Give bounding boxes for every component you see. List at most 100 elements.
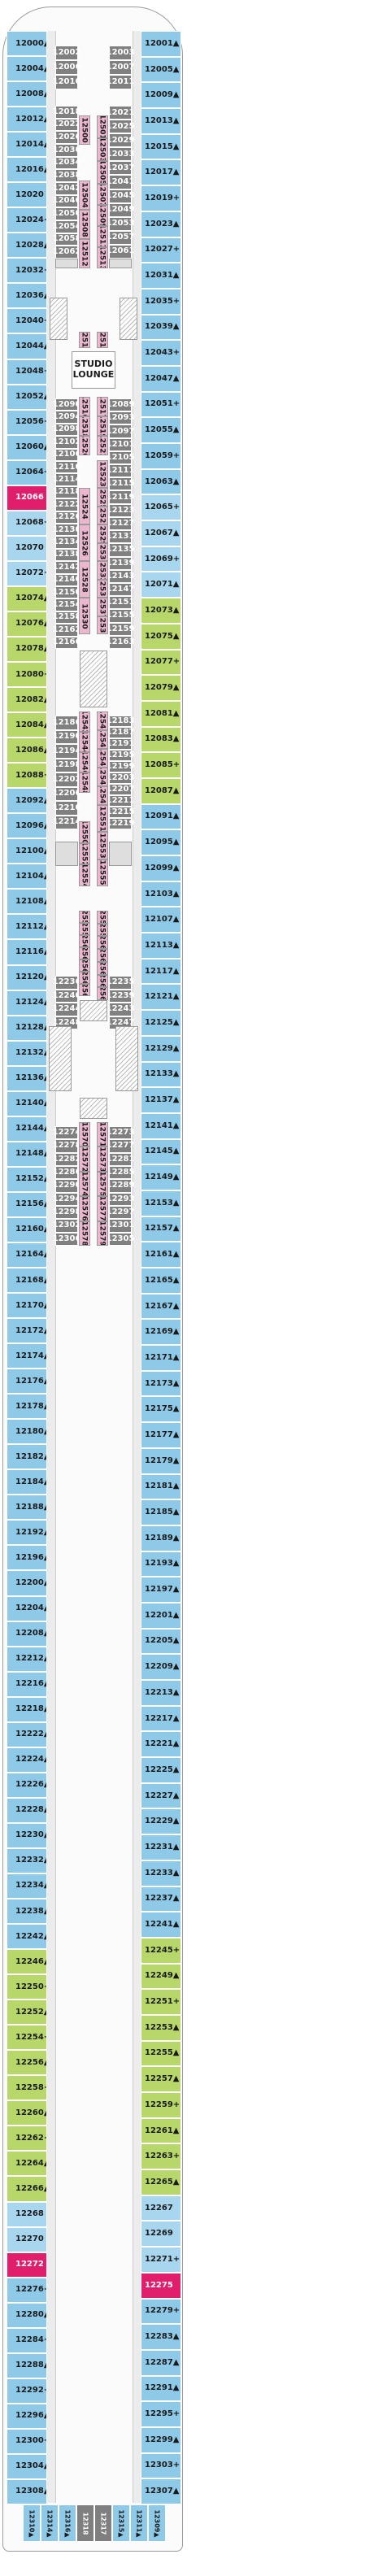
cabin: 12171▲	[141, 1345, 181, 1371]
cabin: 12120▲	[7, 964, 47, 990]
studio-cabin-label: 12509	[98, 205, 107, 226]
cabin: 12073▲	[141, 598, 181, 624]
studio-cabin: 12524	[79, 488, 90, 524]
cabin: 12180▲	[7, 1419, 47, 1445]
cabin: 12212▲	[7, 1646, 47, 1672]
cabin: 12048+	[7, 359, 47, 385]
cabin: 12060▲	[7, 434, 47, 460]
stern-cabin-label: 12318	[81, 2512, 89, 2535]
studio-cabin-label: 12528	[80, 566, 89, 593]
cabin: 12182▲	[7, 1444, 47, 1470]
cabin: 12283▲	[141, 2324, 181, 2350]
cabin: 12265▲	[141, 2169, 181, 2195]
cabin: 12200▲	[7, 1570, 47, 1596]
cabin: 12241▲	[141, 1912, 181, 1938]
cabin: 12255▲	[141, 2040, 181, 2067]
cabin: 12125▲	[141, 1010, 181, 1036]
cabin: 12296▲	[7, 2403, 47, 2429]
cabin: 12113▲	[141, 933, 181, 959]
inside-cabin: 12097	[107, 424, 134, 438]
cabin: 12132▲	[7, 1040, 47, 1066]
inside-cabin: 12139	[107, 556, 134, 570]
studio-cabin-label: 12533	[98, 561, 107, 580]
studio-cabin-label: 12512	[80, 241, 89, 267]
cabin: 12078▲	[7, 636, 47, 662]
stern-cabin: 12314▲	[41, 2504, 59, 2542]
cabin: 12178▲	[7, 1394, 47, 1420]
studio-cabin-label: 12558	[80, 924, 89, 934]
cabin: 12074▲	[7, 585, 47, 611]
studio-cabin-label: 12515	[98, 332, 107, 348]
cabin: 12082▲	[7, 687, 47, 713]
inside-cabin: 12199	[106, 761, 135, 772]
cabin: 12173▲	[141, 1370, 181, 1397]
studio-cabin: 12511	[97, 226, 108, 247]
cabin: 12116▲	[7, 939, 47, 965]
studio-cabin: 12559	[97, 923, 108, 937]
inside-cabin: 12248	[53, 1016, 80, 1029]
cabin: 12144▲	[7, 1116, 47, 1142]
inside-cabin: 12029	[107, 133, 134, 148]
inside-cabin: 12306	[53, 1232, 80, 1246]
studio-cabin: 12521	[97, 436, 108, 455]
inside-cabin: 12194	[53, 744, 80, 759]
studio-cabin-label: 12530	[80, 603, 89, 629]
cabin: 12259+	[141, 2092, 181, 2118]
cabin: 12205▲	[141, 1628, 181, 1655]
cabin: 12028▲	[7, 233, 47, 259]
studio-cabin: 12500	[79, 115, 90, 145]
inside-cabin: 12289	[107, 1179, 134, 1193]
inside-cabin: 12093	[107, 411, 134, 425]
cabin: 12044▲	[7, 333, 47, 359]
cabin: 12238▲	[7, 1899, 47, 1925]
stern-cabin-label: 12316▲	[63, 2509, 72, 2537]
inside-cabin: 12302	[53, 1219, 80, 1233]
studio-cabin: 12576	[79, 1196, 90, 1221]
elevator-bank	[55, 842, 78, 866]
inside-cabin: 12010	[53, 75, 80, 89]
cabin: 12032+	[7, 258, 47, 284]
inside-cabin: 12026	[53, 131, 80, 144]
studio-cabin: 12533	[97, 561, 108, 580]
studio-cabin: 12525	[97, 488, 108, 507]
inside-cabin: 12207	[106, 784, 135, 795]
cabin: 12201▲	[141, 1602, 181, 1629]
cabin: 12181▲	[141, 1473, 181, 1500]
cabin: 12232▲	[7, 1847, 47, 1873]
cabin: 12216▲	[7, 1671, 47, 1697]
studio-cabin: 12562	[79, 947, 90, 959]
studio-cabin-label: 12563	[98, 949, 107, 962]
inside-cabin: 12183	[106, 716, 135, 727]
stairwell	[80, 651, 107, 707]
cabin: 12056+	[7, 409, 47, 435]
cabin: 12087▲	[141, 777, 181, 804]
studio-cabin: 12544	[79, 732, 90, 752]
inside-cabin: 12106	[53, 448, 80, 461]
cabin: 12096▲	[7, 813, 47, 839]
cabin: 12076▲	[7, 611, 47, 637]
stern-cabin: 12310▲	[23, 2504, 41, 2542]
cabin: 12170▲	[7, 1293, 47, 1319]
cabin: 12260▲	[7, 2100, 47, 2126]
studio-cabin: 12551	[97, 805, 108, 833]
cabin: 12258+	[7, 2075, 47, 2101]
studio-cabin-label: 12562	[80, 948, 89, 959]
studio-cabin: 12504	[79, 181, 90, 210]
studio-cabin: 12515	[97, 332, 108, 348]
cabin: 12213▲	[141, 1680, 181, 1706]
stern-cabin: 12316▲	[59, 2504, 76, 2542]
studio-cabin-label: 12511	[98, 226, 107, 247]
studio-cabin: 12560	[79, 935, 90, 947]
cabin: 12137▲	[141, 1087, 181, 1113]
inside-cabin: 12138	[53, 548, 80, 562]
inside-cabin: 12134	[53, 536, 80, 549]
cabin: 12001▲	[141, 31, 181, 57]
cabin: 12257▲	[141, 2066, 181, 2092]
studio-cabin-label: 12561	[98, 936, 107, 950]
inside-cabin: 12105	[107, 450, 134, 465]
studio-cabin: 12565	[97, 961, 108, 975]
inside-cabin: 12037	[107, 161, 134, 176]
cabin: 12218▲	[7, 1696, 47, 1722]
inside-cabin: 12239	[107, 989, 134, 1003]
inside-cabin: 12054	[53, 220, 80, 233]
